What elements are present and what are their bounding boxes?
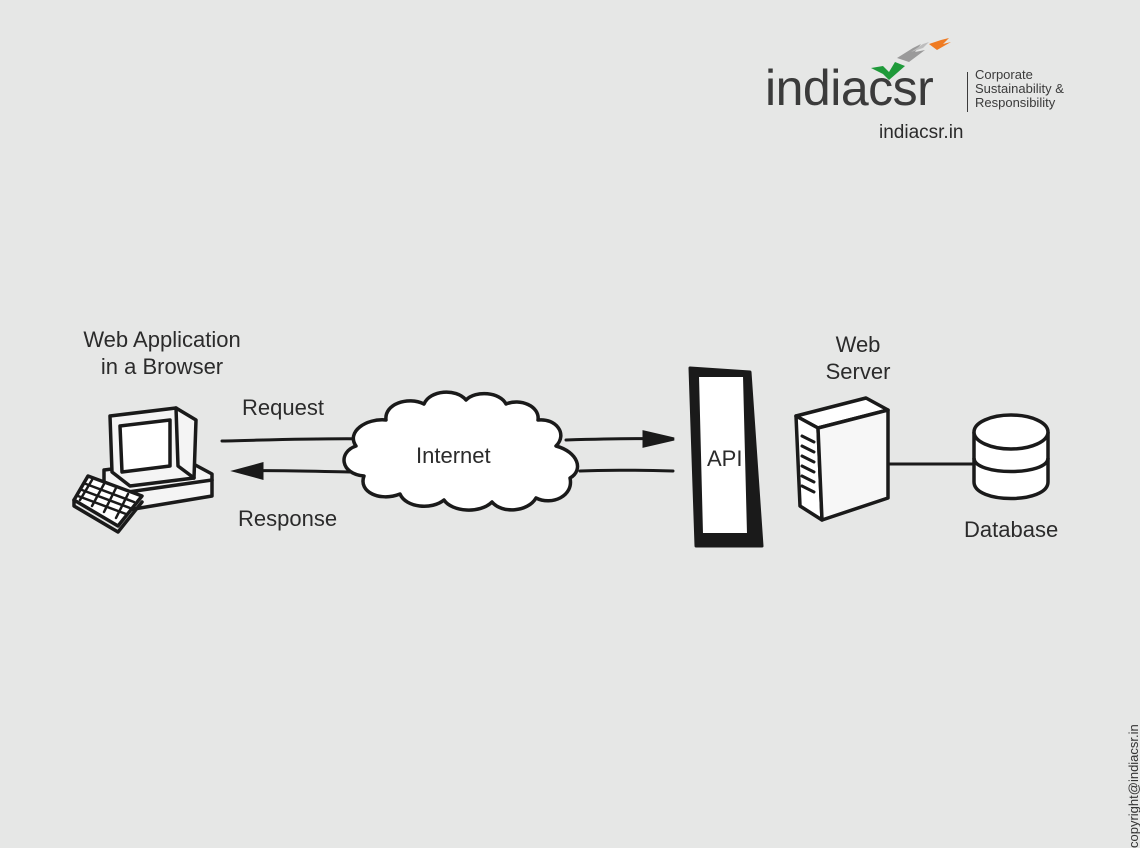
orange-bird-icon (929, 38, 951, 50)
architecture-diagram: indiacsr Corporate Sustainability & Resp… (62, 38, 1140, 848)
computer-icon (72, 406, 214, 534)
copyright-text: copyright@indiacsr.in (1126, 724, 1140, 848)
monitor-screen (118, 418, 172, 474)
logo-tagline-line: Corporate (975, 67, 1033, 82)
logo-wordmark: indiacsr (765, 60, 934, 116)
response-arrow (230, 462, 675, 480)
logo-url: indiacsr.in (879, 122, 964, 143)
api-block-face (697, 375, 749, 535)
request-line-left (220, 437, 374, 443)
request-arrowhead (642, 430, 675, 448)
internet-cloud-icon (342, 390, 580, 512)
database-top (972, 413, 1050, 451)
logo-tagline-line: Sustainability & (975, 81, 1064, 96)
server-label-line: Server (825, 359, 891, 384)
request-label: Request (242, 395, 324, 420)
internet-label: Internet (416, 443, 491, 468)
api-label: API (707, 446, 743, 471)
grey-bird-small-icon (911, 42, 929, 52)
green-bird-icon (871, 62, 905, 80)
server-vents (800, 434, 816, 494)
grey-bird-icon (897, 44, 925, 62)
indiacsr-logo: indiacsr Corporate Sustainability & Resp… (765, 38, 1105, 148)
database-band (972, 457, 1050, 474)
server-label-line: Web (835, 332, 881, 357)
logo-tagline: Corporate Sustainability & Responsibilit… (975, 68, 1105, 110)
monitor-side (174, 406, 196, 480)
database-label: Database (964, 517, 1059, 542)
response-label: Response (238, 506, 338, 531)
response-line-right (578, 468, 675, 473)
diagram-canvas (72, 366, 1050, 548)
response-arrowhead (230, 462, 264, 480)
database-body (972, 432, 1050, 501)
client-label-line: Web Application (83, 327, 241, 352)
api-block-icon (688, 366, 764, 548)
server-side (816, 408, 890, 522)
client-label: Web Application in a Browser (62, 326, 262, 380)
server-label: Web Server (808, 331, 908, 385)
client-label-line: in a Browser (100, 354, 224, 379)
database-icon (972, 413, 1050, 501)
keyboard-keys (76, 478, 136, 520)
web-server-icon (794, 396, 890, 522)
logo-divider (967, 72, 968, 112)
birds-icon (871, 38, 951, 80)
keyboard-edge (72, 498, 144, 534)
logo-tagline-line: Responsibility (975, 95, 1056, 110)
